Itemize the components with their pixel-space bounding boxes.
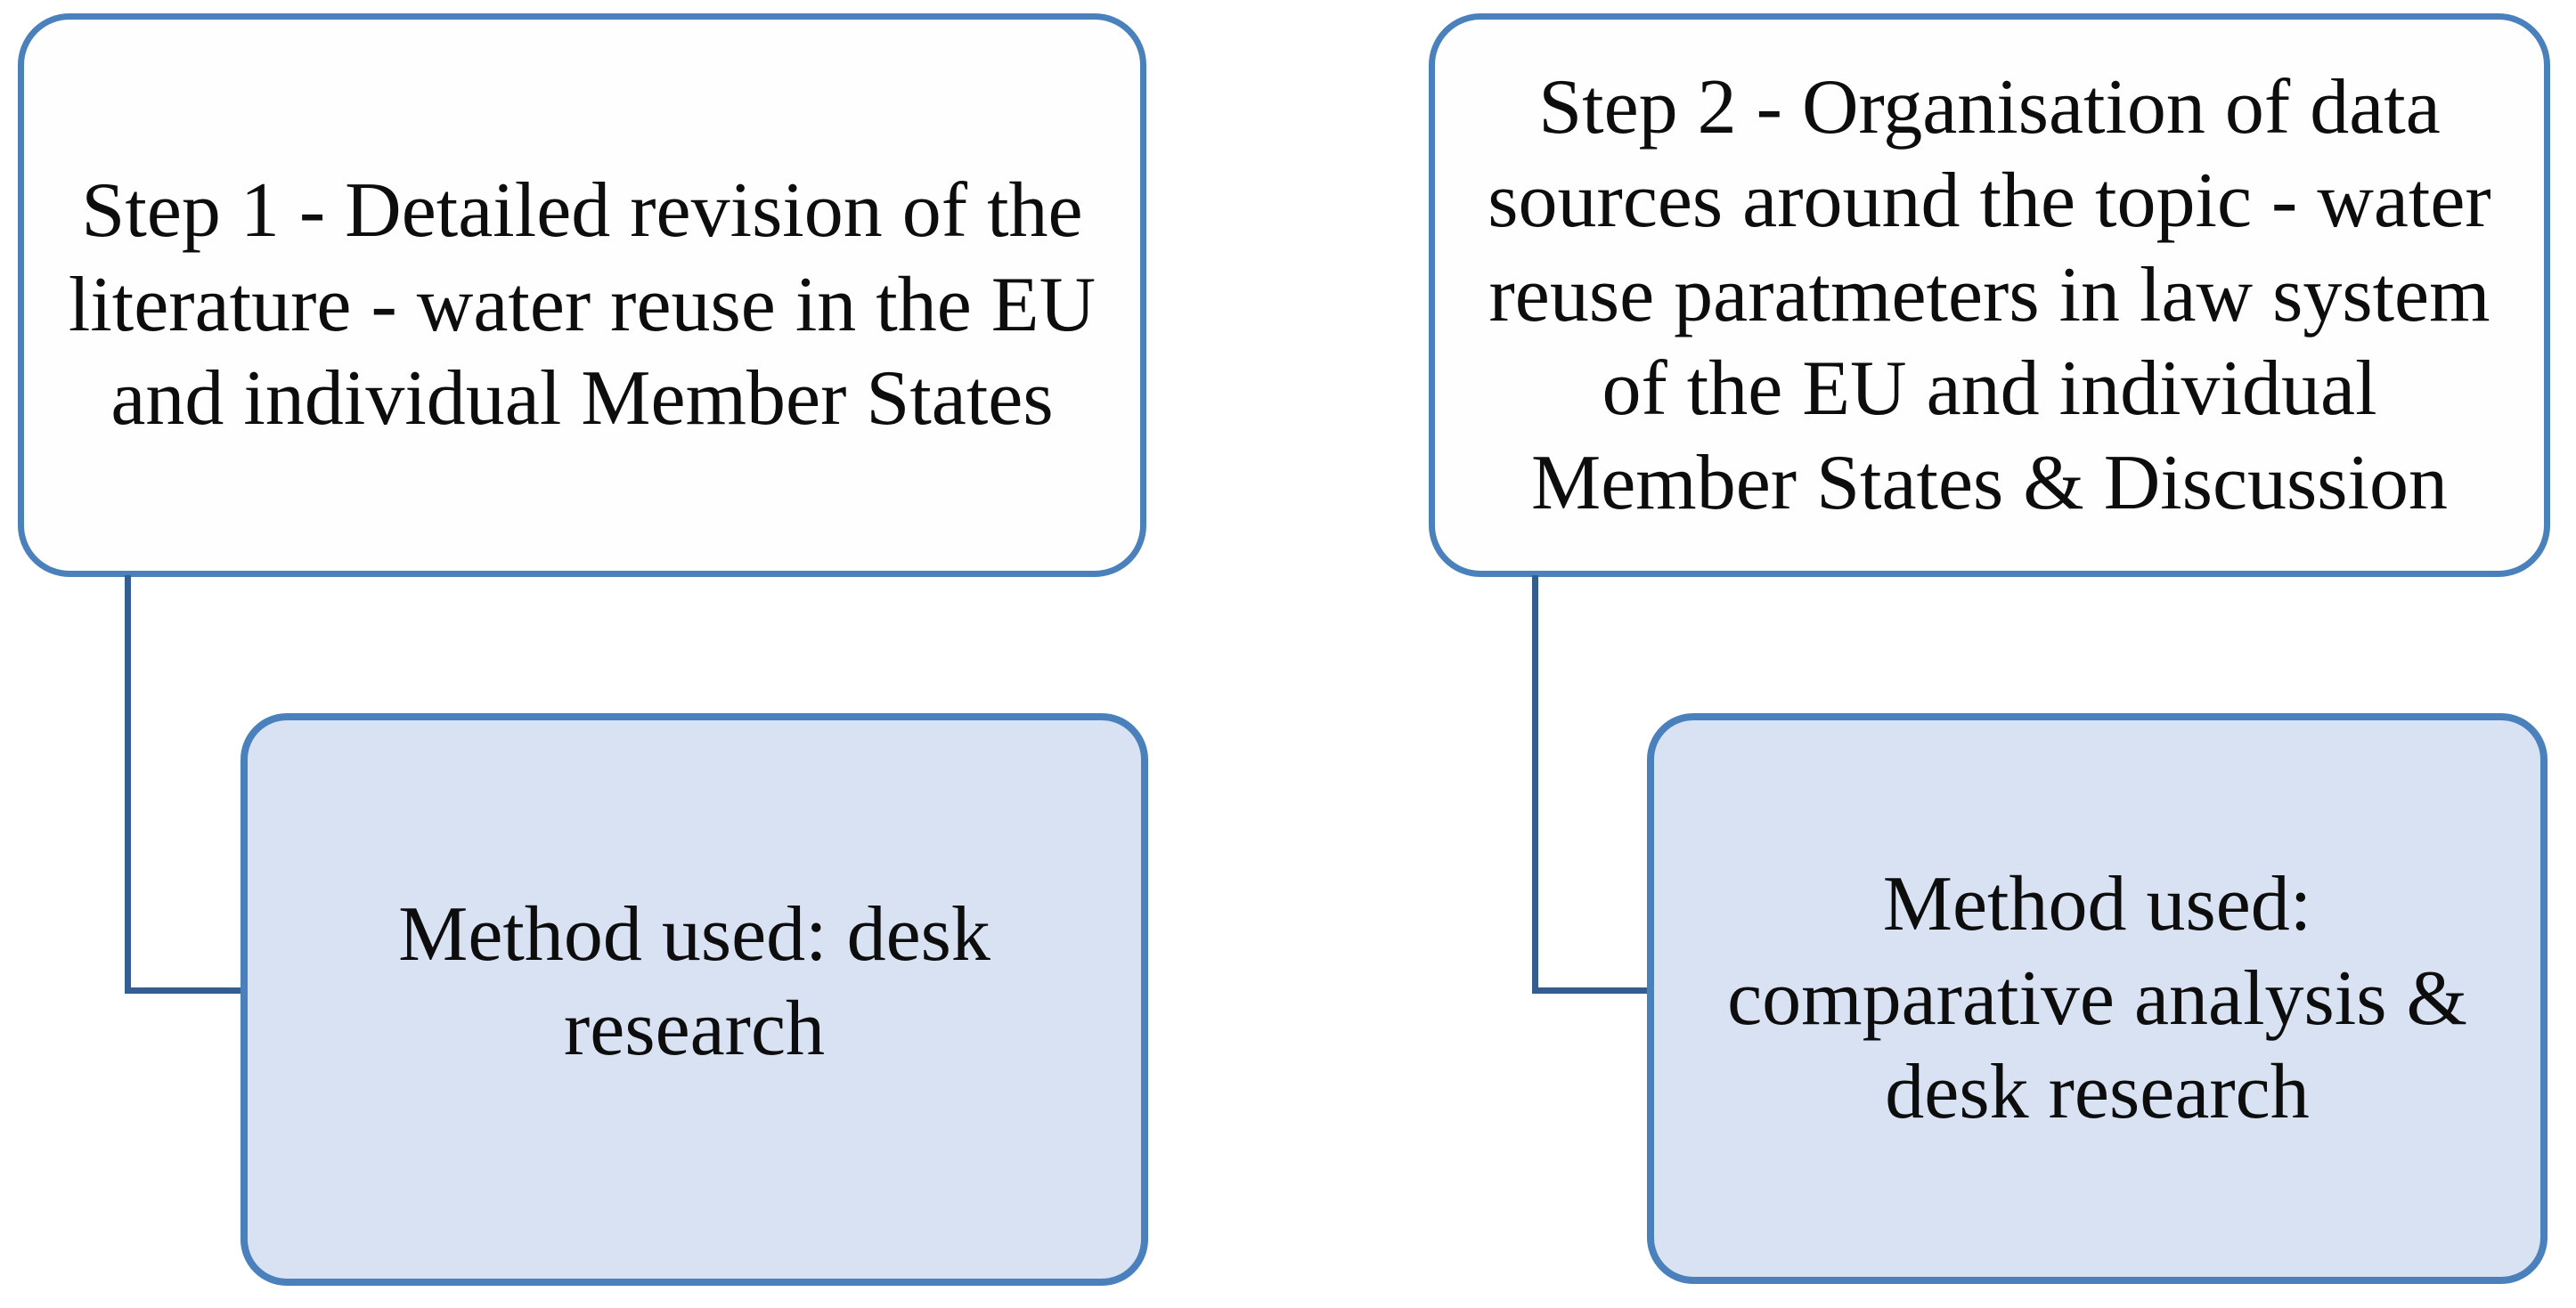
step2-label: Step 2 - Organisation of data sources ar…: [1488, 63, 2491, 526]
step2-box: Step 2 - Organisation of data sources ar…: [1429, 13, 2550, 577]
step1-box: Step 1 - Detailed revision of the litera…: [18, 13, 1146, 577]
method1-box: Method used: desk research: [240, 713, 1148, 1286]
method2-box: Method used: comparative analysis & desk…: [1647, 713, 2547, 1284]
method2-label: Method used: comparative analysis & desk…: [1727, 861, 2467, 1136]
method1-label: Method used: desk research: [398, 890, 990, 1072]
connector2-vertical-segment: [1532, 575, 1538, 994]
connector2-horizontal-segment: [1532, 987, 1651, 994]
connector1-horizontal-segment: [125, 987, 244, 994]
step1-label: Step 1 - Detailed revision of the litera…: [68, 167, 1096, 443]
connector1-vertical-segment: [125, 575, 131, 994]
